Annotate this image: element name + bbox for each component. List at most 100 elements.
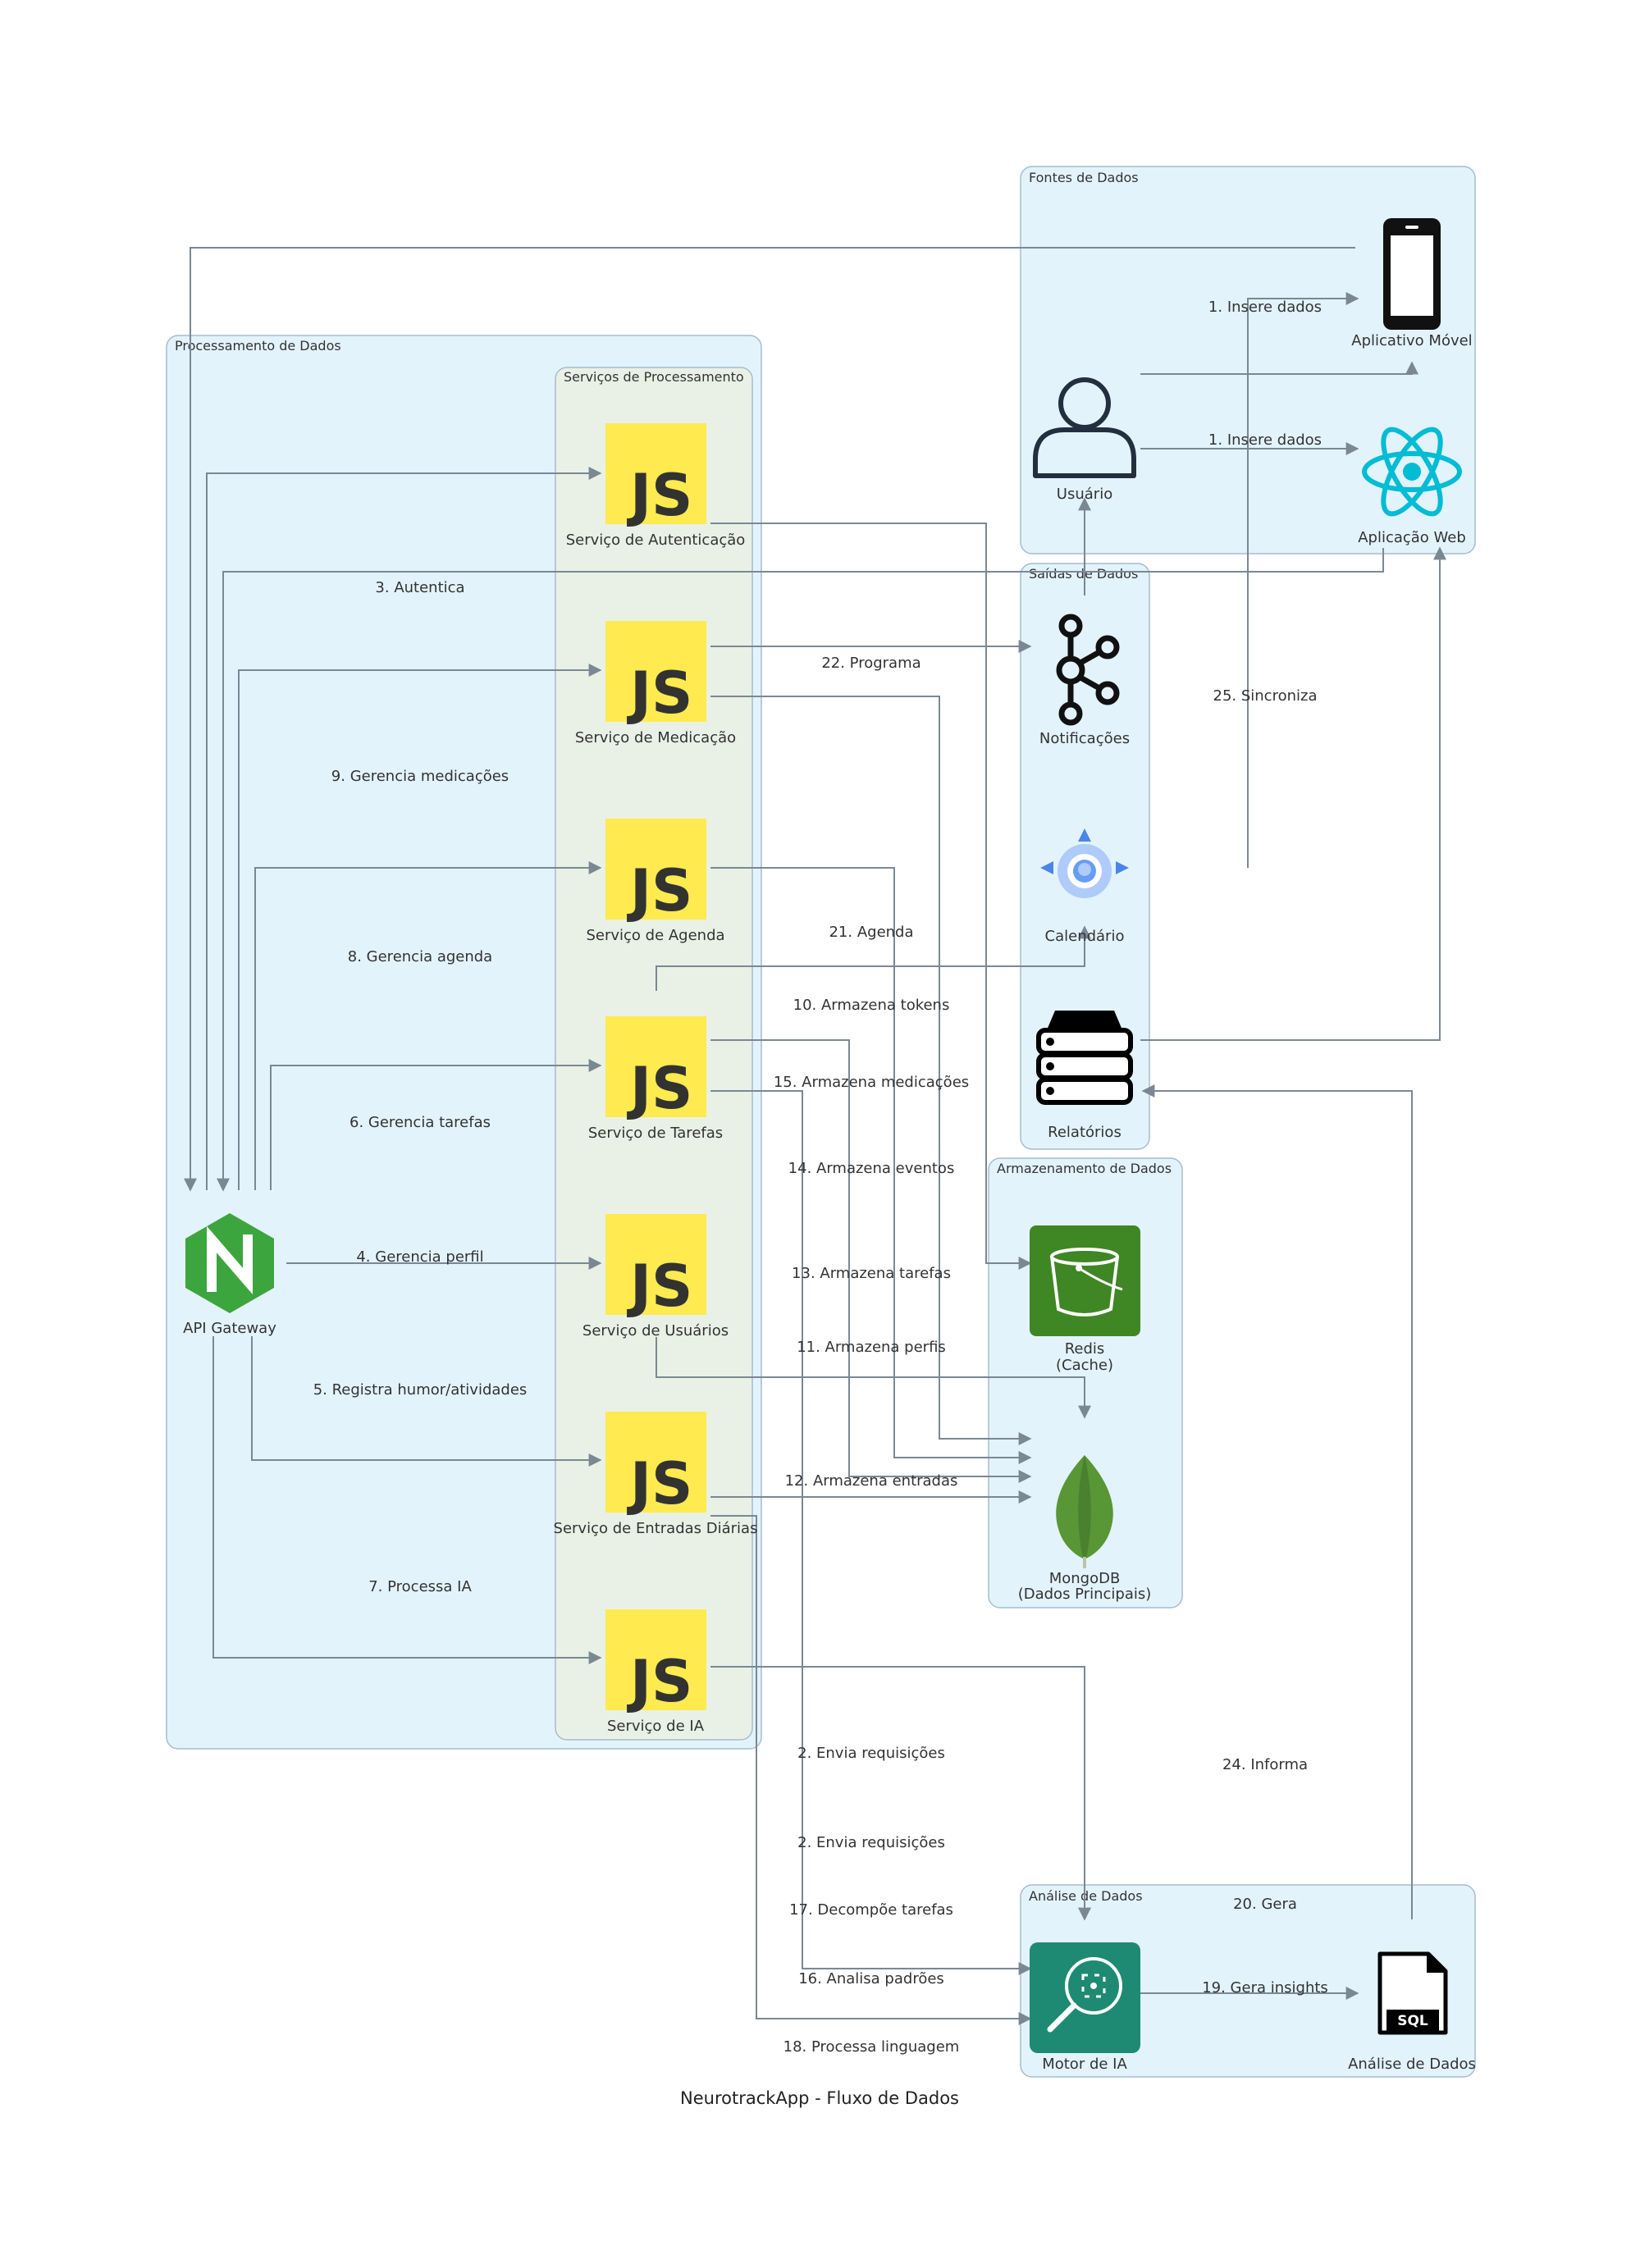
javascript-icon <box>605 1016 706 1122</box>
calendar-scheduler-icon <box>1040 828 1129 898</box>
edge-web-gateway <box>217 548 1384 1192</box>
react-icon <box>1362 427 1462 517</box>
edge-gateway-ai-service <box>212 1336 602 1664</box>
edge-label: 19. Gera insights <box>1202 1979 1328 1996</box>
node-label: Serviço de Autenticação <box>566 532 746 549</box>
edge-reports-web <box>1140 546 1446 1041</box>
node-label: Aplicação Web <box>1358 529 1466 546</box>
edge-label: 20. Gera <box>1233 1896 1297 1913</box>
node-aplicativo-movel: Aplicativo Móvel <box>1351 218 1473 349</box>
node-label: Serviço de IA <box>607 1718 705 1735</box>
node-label: API Gateway <box>183 1320 276 1337</box>
node-redis: Redis (Cache) <box>1030 1225 1140 1374</box>
edge-labels: 1. Insere dados 1. Insere dados 3. Auten… <box>313 299 1328 2056</box>
node-label: Relatórios <box>1048 1124 1122 1141</box>
edge-users-mongo <box>656 1337 1091 1419</box>
node-notificacoes: Notificações <box>1039 614 1130 747</box>
node-label: Serviço de Entradas Diárias <box>554 1520 758 1537</box>
node-label: Redis <box>1065 1340 1105 1358</box>
edge-label: 12. Armazena entradas <box>785 1472 958 1490</box>
cluster-fontes-label: Fontes de Dados <box>1029 170 1139 185</box>
edge-label: 9. Gerencia medicações <box>331 768 509 785</box>
edge-label: 10. Armazena tokens <box>793 997 950 1014</box>
cluster-servicos-label: Serviços de Processamento <box>564 369 744 385</box>
node-label: Usuário <box>1057 486 1112 503</box>
node-label: Motor de IA <box>1042 2056 1127 2073</box>
node-label: (Dados Principais) <box>1018 1586 1152 1603</box>
edge-gateway-entries <box>251 1336 602 1467</box>
user-icon <box>1033 377 1136 478</box>
edge-label: 7. Processa IA <box>368 1578 472 1595</box>
edges <box>184 247 1446 2025</box>
edge-ai-service-ai-engine <box>710 1666 1091 1921</box>
edge-tasks-mongo <box>710 1039 1032 1483</box>
edge-label: 21. Agenda <box>829 924 913 941</box>
node-label: (Cache) <box>1056 1357 1113 1374</box>
ai-engine-icon <box>1030 1942 1140 2053</box>
node-aplicacao-web: Aplicação Web <box>1358 427 1466 546</box>
edge-tasks-calendar <box>656 925 1091 991</box>
node-label: Aplicativo Móvel <box>1351 332 1472 349</box>
node-servico-entradas-diarias: Serviço de Entradas Diárias <box>554 1412 758 1537</box>
node-label: Calendário <box>1045 928 1125 945</box>
edge-label: 3. Autentica <box>375 579 464 596</box>
edge-label: 14. Armazena eventos <box>788 1160 955 1177</box>
node-analise-de-dados: SQL Análise de Dados <box>1348 1951 1476 2073</box>
kafka-icon <box>1056 614 1120 726</box>
javascript-icon <box>605 1609 706 1715</box>
edge-medication-mongo <box>710 696 1032 1445</box>
mobile-phone-icon <box>1383 218 1441 330</box>
cluster-armazenamento-label: Armazenamento de Dados <box>997 1161 1172 1176</box>
edge-gateway-schedule <box>254 861 602 1190</box>
node-label: Serviço de Agenda <box>586 927 724 944</box>
edge-label: 15. Armazena medicações <box>774 1074 969 1091</box>
node-label: Notificações <box>1039 730 1130 747</box>
edge-auth-redis <box>710 523 1032 1270</box>
edge-label: 25. Sincroniza <box>1213 687 1318 705</box>
node-servico-medicacao: Serviço de Medicação <box>575 621 736 746</box>
storage-bucket-icon <box>1030 1225 1140 1336</box>
edge-user-mobile <box>1140 361 1418 375</box>
edge-label: 11. Armazena perfis <box>797 1339 946 1356</box>
nginx-icon <box>185 1213 274 1313</box>
edge-label: 2. Envia requisições <box>797 1834 945 1851</box>
edge-calendar-mobile <box>1247 292 1359 868</box>
edge-gateway-auth <box>206 467 602 1190</box>
javascript-icon <box>605 1214 706 1320</box>
edge-tasks-ai-engine <box>710 1090 1032 1975</box>
node-label: Serviço de Medicação <box>575 729 736 746</box>
node-motor-ia: Motor de IA <box>1030 1942 1140 2073</box>
edge-label: 13. Armazena tarefas <box>792 1265 951 1282</box>
node-servico-tarefas: Serviço de Tarefas <box>588 1016 723 1142</box>
javascript-icon <box>605 819 706 924</box>
javascript-icon <box>605 423 706 529</box>
edge-analytics-reports <box>1141 1084 1413 1919</box>
javascript-icon <box>605 1412 706 1517</box>
node-label: MongoDB <box>1049 1570 1121 1587</box>
cluster-saidas-label: Saídas de Dados <box>1029 566 1138 582</box>
node-label: Análise de Dados <box>1348 2056 1476 2073</box>
edge-label: 1. Insere dados <box>1208 299 1322 316</box>
cluster-analise-label: Análise de Dados <box>1029 1888 1143 1904</box>
node-servico-autenticacao: Serviço de Autenticação <box>566 423 746 549</box>
edge-label: 1. Insere dados <box>1208 431 1322 449</box>
edge-entries-ai-engine <box>710 1515 1032 2025</box>
node-api-gateway: API Gateway <box>183 1213 276 1337</box>
node-servico-agenda: Serviço de Agenda <box>586 819 725 944</box>
edge-label: 18. Processa linguagem <box>783 2038 960 2056</box>
edge-schedule-mongo <box>710 867 1032 1464</box>
edge-gateway-tasks <box>270 1059 602 1190</box>
edge-gateway-medication <box>238 664 602 1190</box>
edge-label: 24. Informa <box>1222 1756 1308 1773</box>
node-label: Serviço de Tarefas <box>588 1125 723 1142</box>
node-usuario: Usuário <box>1033 377 1136 503</box>
edge-label: 2. Envia requisições <box>797 1745 945 1762</box>
mongodb-leaf-icon <box>1056 1455 1113 1568</box>
javascript-icon <box>605 621 706 727</box>
server-stack-icon <box>1036 1011 1133 1105</box>
edge-mobile-gateway <box>184 247 1355 1192</box>
node-calendario: Calendário <box>1040 828 1129 945</box>
edge-label: 4. Gerencia perfil <box>356 1248 483 1266</box>
edge-label: 6. Gerencia tarefas <box>349 1114 491 1131</box>
